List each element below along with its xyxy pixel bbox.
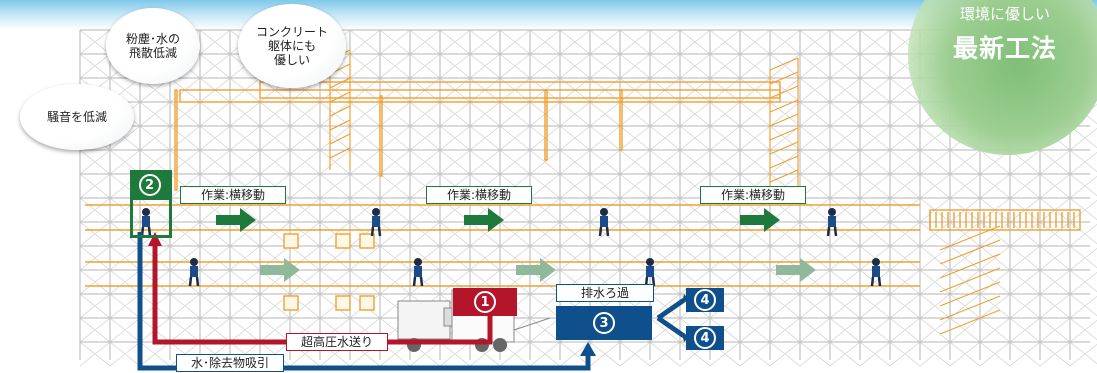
window-frame — [283, 233, 299, 249]
work-label-1: 作業:横移動 — [180, 186, 286, 204]
worker-body — [828, 216, 836, 227]
bubble-noise: 騒音を低減 — [20, 84, 134, 150]
worker-head — [190, 258, 198, 266]
worker-head — [646, 258, 654, 266]
worker-body — [414, 266, 422, 277]
step3-number: 3 — [593, 312, 615, 334]
step1-box: 1 — [453, 288, 517, 316]
worker-head — [414, 258, 422, 266]
step4a-number: 4 — [694, 289, 716, 311]
bubble-dust: 粉塵･水の 飛散低減 — [106, 8, 200, 84]
suction-pipe-head — [580, 342, 596, 356]
flow-arrows — [216, 208, 816, 342]
worker-legs — [598, 226, 610, 237]
step4b-number: 4 — [694, 327, 716, 349]
worker-body — [600, 216, 608, 227]
move-arrow — [216, 208, 256, 232]
orange-floor-lines — [85, 204, 920, 287]
orange-frame — [619, 89, 623, 151]
worker-figure — [412, 258, 424, 287]
suction-pipe — [137, 232, 591, 371]
step1-number: 1 — [474, 291, 496, 313]
step2-badge: 2 — [130, 170, 169, 200]
move-arrow-faded — [776, 258, 816, 282]
work-label-2: 作業:横移動 — [426, 186, 532, 204]
worker-head — [828, 208, 836, 216]
worker-head — [142, 208, 150, 216]
worker-legs — [188, 276, 200, 287]
worker-body — [372, 216, 380, 227]
move-arrow-faded — [516, 258, 556, 282]
high-pressure-label: 超高圧水送り — [286, 333, 388, 351]
move-arrow — [740, 208, 780, 232]
step2-number: 2 — [138, 174, 161, 196]
orange-frame — [174, 89, 178, 191]
worker-legs — [370, 226, 382, 237]
window-frame — [283, 295, 299, 311]
worker-figure — [598, 208, 610, 237]
badge-line1: 環境に優しい — [959, 5, 1050, 23]
step4b-box: 4 — [686, 326, 724, 350]
orange-structure — [85, 81, 1081, 311]
high-pressure-pipe-head — [148, 232, 162, 246]
split-arrow — [656, 297, 686, 339]
worker-legs — [870, 276, 882, 287]
orange-frame — [259, 81, 781, 99]
window-frame — [359, 233, 375, 249]
worker-figure — [188, 258, 200, 287]
worker-body — [190, 266, 198, 277]
badge-line2: 最新工法 — [952, 34, 1057, 63]
worker-body — [142, 216, 150, 227]
step3-box: 3 — [556, 306, 652, 340]
worker-figure — [870, 258, 882, 287]
orange-frame — [544, 89, 548, 161]
orange-frame — [379, 95, 383, 177]
move-arrow-faded — [260, 258, 300, 282]
worker-head — [372, 208, 380, 216]
work-label-3: 作業:横移動 — [700, 186, 806, 204]
worker-head — [872, 258, 880, 266]
stair-stringers — [329, 50, 799, 200]
bubble-concrete: コンクリート 躯体にも 優しい — [238, 4, 346, 88]
worker-figure — [826, 208, 838, 237]
orange-frame — [179, 89, 781, 103]
move-arrow — [464, 208, 504, 232]
step4a-box: 4 — [686, 288, 724, 312]
suction-label: 水･除去物吸引 — [176, 354, 284, 372]
window-frame — [335, 295, 351, 311]
worker-legs — [826, 226, 838, 237]
right-deck-hatch — [929, 212, 1075, 228]
worker-body — [872, 266, 880, 277]
drain-label: 排水ろ過 — [556, 284, 654, 302]
worker-head — [600, 208, 608, 216]
worker-body — [646, 266, 654, 277]
worker-figure — [370, 208, 382, 237]
window-frame — [359, 295, 375, 311]
worker-legs — [412, 276, 424, 287]
window-frame — [335, 233, 351, 249]
